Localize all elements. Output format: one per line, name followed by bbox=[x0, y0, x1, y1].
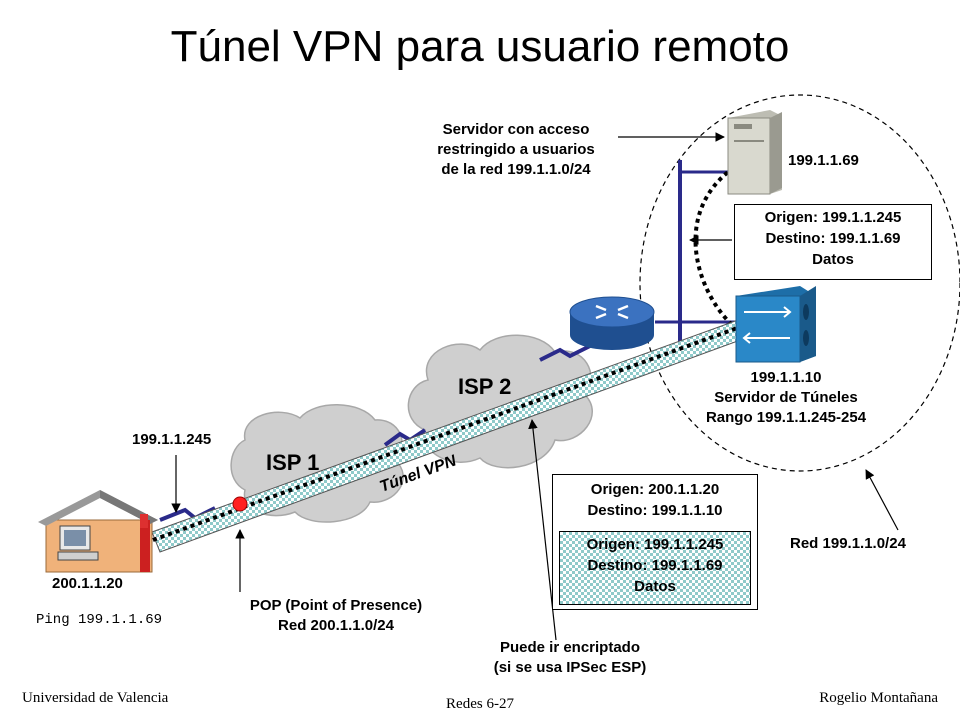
ping-command: Ping 199.1.1.69 bbox=[36, 612, 163, 628]
isp2-label: ISP 2 bbox=[458, 374, 511, 399]
packet-dest-label: Destino: bbox=[765, 230, 826, 247]
packet-origin-label: Origen: bbox=[590, 481, 645, 498]
pop-line: POP (Point of Presence) bbox=[249, 597, 423, 614]
packet-dest: 199.1.1.69 bbox=[651, 557, 723, 574]
home-ip: 200.1.1.20 bbox=[52, 575, 123, 592]
encrypt-line: (si se usa IPSec ESP) bbox=[493, 659, 647, 676]
footer-right: Rogelio Montañana bbox=[819, 690, 938, 706]
footer-center: Redes 6-27 bbox=[446, 696, 514, 712]
pop-dot bbox=[232, 496, 248, 512]
server-note-line: restringido a usuarios bbox=[437, 141, 595, 158]
network-label: Red 199.1.1.0/24 bbox=[790, 535, 906, 552]
isp1-label: ISP 1 bbox=[266, 450, 319, 475]
footer-left: Universidad de Valencia bbox=[22, 690, 169, 706]
router-icon bbox=[569, 296, 655, 350]
pop-line: Red 200.1.1.0/24 bbox=[278, 617, 394, 634]
server-icon bbox=[727, 110, 782, 195]
outer-packet-box: Origen: 200.1.1.20 Destino: 199.1.1.10 O… bbox=[552, 474, 758, 610]
page-title: Túnel VPN para usuario remoto bbox=[170, 22, 790, 71]
internal-path bbox=[693, 170, 740, 332]
inner-packet-box: Origen: 199.1.1.245 Destino: 199.1.1.69 … bbox=[734, 204, 932, 280]
packet-data: Datos bbox=[812, 251, 854, 268]
packet-origin-label: Origen: bbox=[586, 536, 640, 553]
packet-origin-label: Origen: bbox=[764, 209, 818, 226]
tunnel-server-icon bbox=[735, 286, 816, 363]
encrypted-payload: Origen: 199.1.1.245 Destino: 199.1.1.69 … bbox=[559, 531, 751, 605]
pop-label: POP (Point of Presence) Red 200.1.1.0/24 bbox=[212, 596, 460, 636]
home-icon bbox=[38, 490, 158, 573]
packet-dest: 199.1.1.10 bbox=[651, 502, 723, 519]
packet-data: Datos bbox=[634, 578, 676, 595]
packet-origin: 199.1.1.245 bbox=[644, 536, 724, 553]
isp1-isp2-link bbox=[383, 428, 427, 447]
home-vpn-ip: 199.1.1.245 bbox=[132, 431, 212, 448]
encrypt-note: Puede ir encriptado (si se usa IPSec ESP… bbox=[460, 638, 680, 678]
packet-dest: 199.1.1.69 bbox=[829, 230, 901, 247]
tunnel-server-range: Rango 199.1.1.245-254 bbox=[705, 409, 867, 426]
tunnel-server-name: Servidor de Túneles bbox=[714, 389, 858, 406]
packet-origin: 199.1.1.245 bbox=[822, 209, 902, 226]
packet-dest-label: Destino: bbox=[587, 502, 648, 519]
network-boundary bbox=[639, 94, 960, 472]
server-note-line: Servidor con acceso bbox=[442, 121, 590, 138]
server-note: Servidor con acceso restringido a usuari… bbox=[410, 120, 622, 180]
server-note-line: de la red 199.1.1.0/24 bbox=[441, 161, 591, 178]
server-ip: 199.1.1.69 bbox=[788, 152, 859, 169]
tunnel-server-ip: 199.1.1.10 bbox=[750, 369, 822, 386]
arrow-network bbox=[865, 469, 899, 531]
packet-dest-label: Destino: bbox=[587, 557, 648, 574]
tunnel-server-labels: 199.1.1.10 Servidor de Túneles Rango 199… bbox=[676, 368, 896, 428]
isp2-router-link bbox=[539, 344, 591, 362]
packet-origin: 200.1.1.20 bbox=[648, 481, 720, 498]
encrypt-line: Puede ir encriptado bbox=[499, 639, 641, 656]
